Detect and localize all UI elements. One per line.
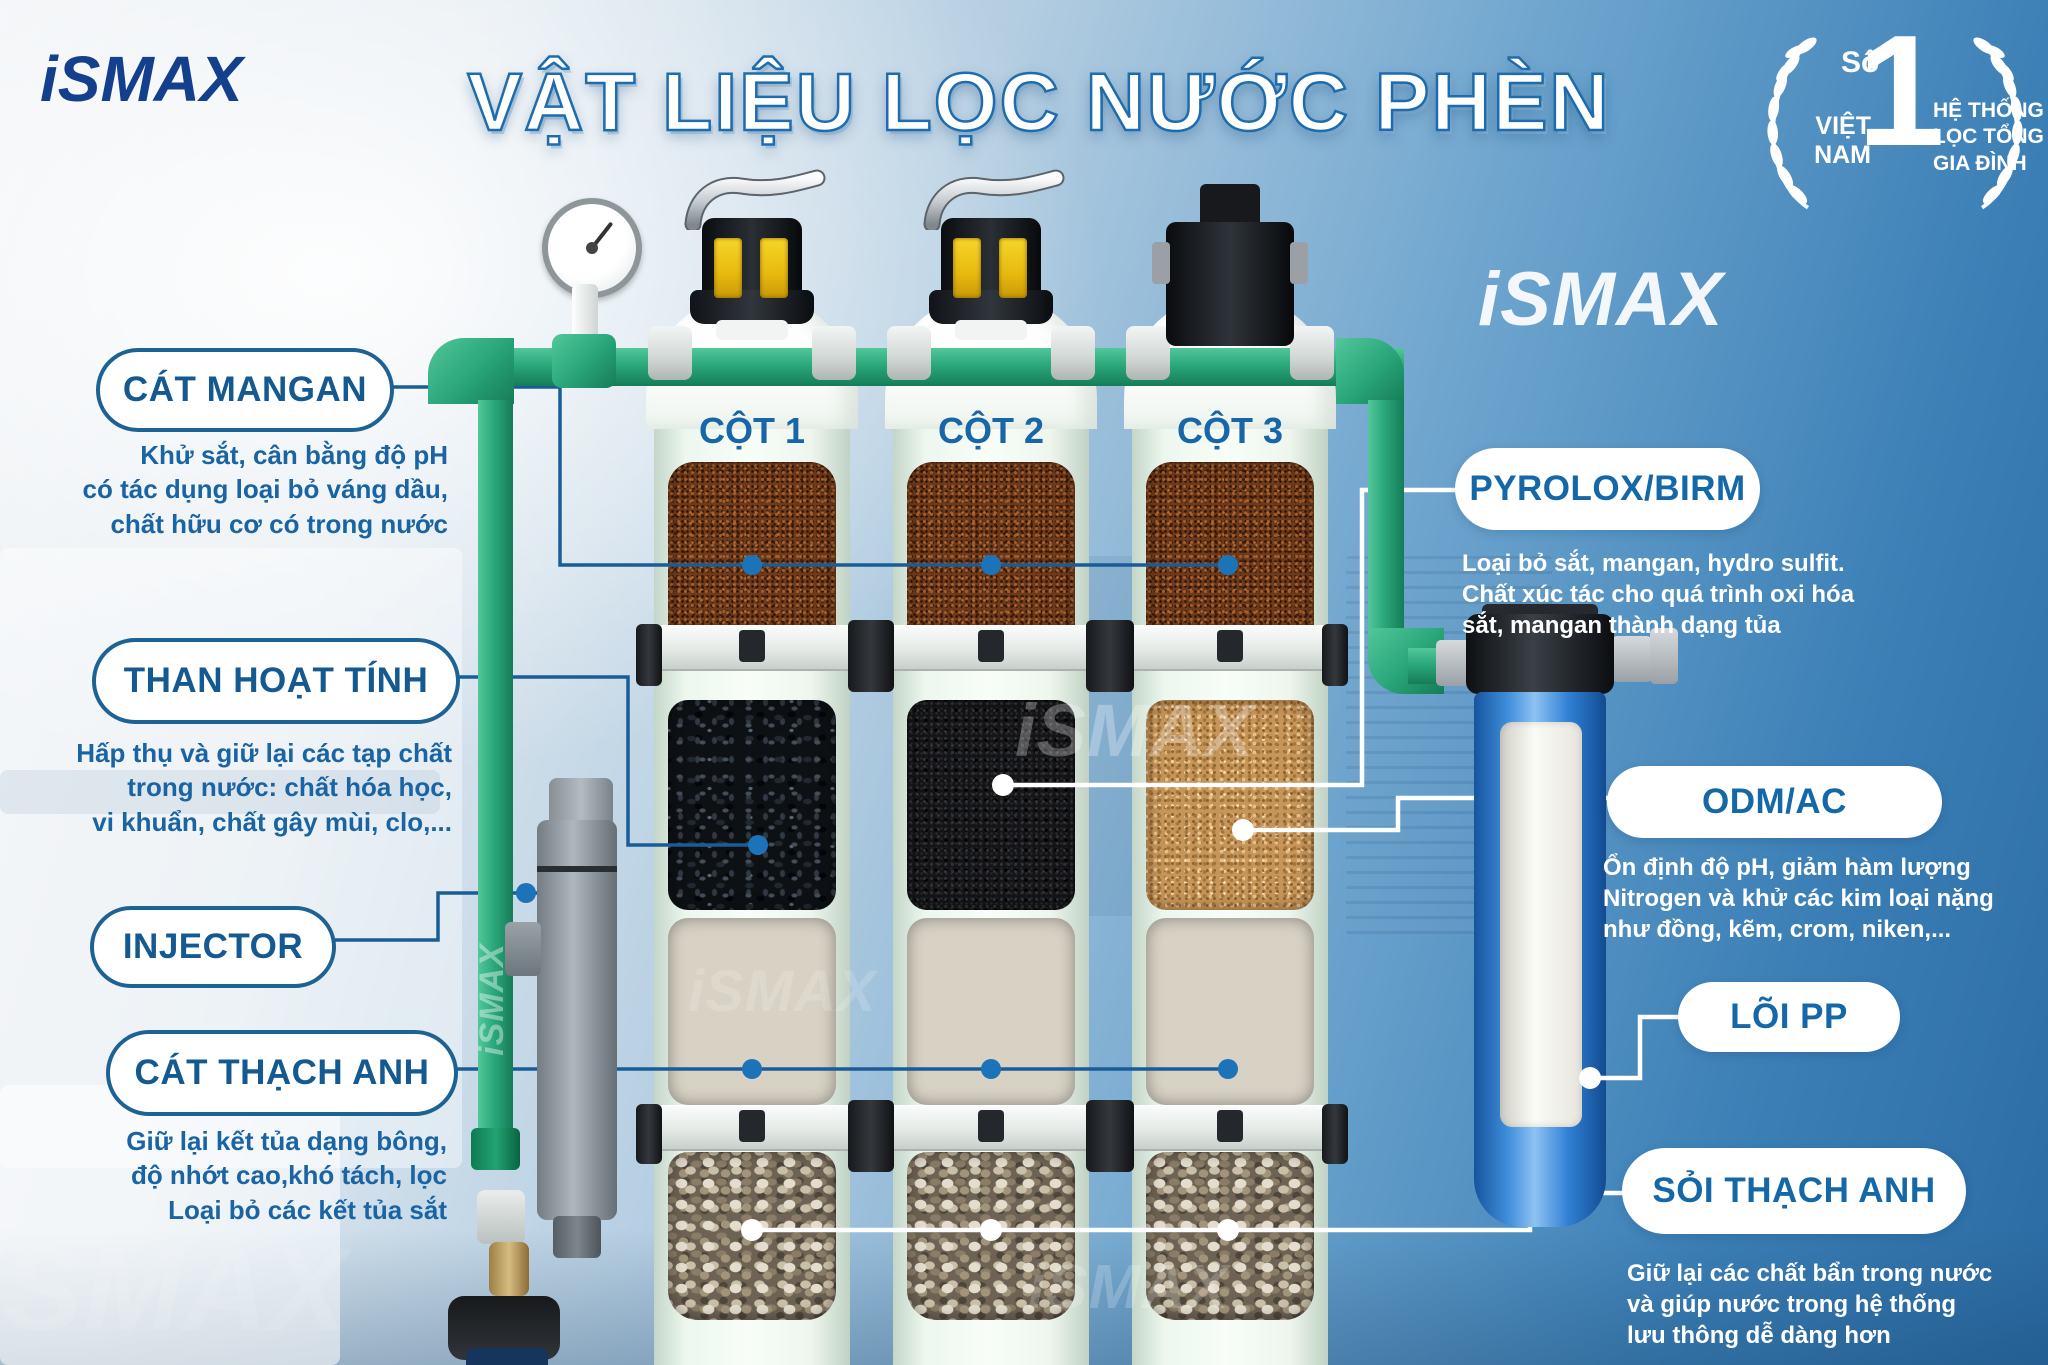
brass-fitting: [489, 1242, 529, 1296]
valve-nub: [1290, 242, 1308, 284]
label-than-hoat-tinh: THAN HOẠT TÍNH: [92, 638, 460, 724]
pipe-union: [648, 326, 692, 380]
tank-strap: [646, 625, 858, 671]
tank-clamp: [636, 1104, 662, 1164]
tank-strap: [1124, 1105, 1336, 1151]
pipe-union: [887, 326, 931, 380]
column-label: CỘT 2: [937, 410, 1044, 451]
desc-cat-thach-anh: Giữ lại kết tủa dạng bông, độ nhớt cao,k…: [126, 1126, 447, 1225]
background-photo-band: [0, 770, 440, 814]
desc-pyrolox-birm: Loại bỏ sắt, mangan, hydro sulfit. Chất …: [1462, 550, 1855, 640]
tank-clamp: [1322, 624, 1348, 686]
watermark-logo: iSMAX: [1028, 1253, 1230, 1322]
tank-clamp: [636, 624, 662, 686]
filter-fitting-left: [1436, 640, 1470, 686]
valve-window: [760, 238, 788, 298]
tank-strap: [885, 1105, 1097, 1151]
pipe-elbow: [428, 338, 514, 404]
gauge-stem: [572, 284, 598, 340]
layer-quartz-sand: [1146, 918, 1314, 1105]
pipe-union: [1051, 326, 1095, 380]
page-title: VẬT LIỆU LỌC NƯỚC PHÈN: [466, 56, 1611, 150]
watermark-logo: iSMAX: [472, 943, 511, 1056]
layer-quartz-gravel: [668, 1152, 836, 1320]
tank-clamp: [1086, 620, 1134, 692]
pressure-gauge: [542, 198, 642, 298]
valve-column-1: [677, 168, 827, 340]
column-label: CỘT 3: [1176, 410, 1283, 451]
valve-window: [953, 238, 981, 298]
pipe-elbow: [1336, 338, 1404, 404]
valve-column-3: [1152, 184, 1308, 354]
badge-line: LỌC TỔNG: [1933, 125, 2044, 149]
desc-soi-thach-anh: Giữ lại các chất bẩn trong nước và giúp …: [1627, 1260, 1993, 1350]
label-cat-thach-anh: CÁT THẠCH ANH: [106, 1030, 458, 1116]
label-odm-ac: ODM/AC: [1607, 766, 1942, 838]
desc-than-hoat-tinh: Hấp thụ và giữ lại các tạp chất trong nư…: [76, 738, 452, 837]
valve-column-2: [916, 168, 1066, 340]
filter-cap: [1466, 614, 1614, 694]
injector-outlet: [553, 1216, 601, 1258]
bottom-union: [477, 1190, 525, 1244]
pipe-union: [1290, 326, 1334, 380]
pipe-coupler: [471, 1128, 520, 1170]
watermark-logo: iSMAX: [0, 1224, 349, 1356]
label-injector: INJECTOR: [90, 906, 336, 988]
valve-window: [714, 238, 742, 298]
label-soi-thach-anh: SỎI THẠCH ANH: [1622, 1148, 1966, 1234]
injector-body: [537, 820, 617, 1220]
pipe-union: [812, 326, 856, 380]
injector-seam: [537, 866, 617, 872]
column-label: CỘT 1: [698, 410, 805, 451]
filter-nut: [1650, 628, 1678, 684]
layer-quartz-gravel: [1146, 1152, 1314, 1320]
label-pyrolox-birm: PYROLOX/BIRM: [1455, 448, 1760, 530]
pp-filter-housing: [1474, 692, 1606, 1227]
watermark-logo: iSMAX: [688, 959, 877, 1024]
badge-line: GIA ĐÌNH: [1933, 151, 2027, 175]
tank-clamp: [848, 620, 894, 692]
filter-fitting-right: [1612, 636, 1652, 682]
vertical-pipe-right: [1368, 400, 1404, 636]
tank-clamp: [848, 1100, 894, 1172]
desc-odm-ac: Ổn định độ pH, giảm hàm lượng Nitrogen v…: [1603, 854, 1994, 944]
badge-vietnam: VIỆT NAM: [1814, 112, 1871, 169]
tank-strap: [646, 1105, 858, 1151]
pump-body: [466, 1348, 548, 1365]
badge-line: HỆ THỐNG: [1933, 99, 2044, 122]
tank-clamp: [1086, 1100, 1134, 1172]
desc-cat-mangan: Khử sắt, cân bằng độ pH có tác dụng loại…: [82, 440, 448, 539]
valve-handle-icon: [684, 169, 826, 233]
background-photo-bottom-left: [0, 1085, 340, 1365]
tank-strap: [1124, 625, 1336, 671]
watermark-logo: iSMAX: [1478, 257, 1724, 342]
valve-nub: [1152, 242, 1170, 284]
label-loi-pp: LÕI PP: [1678, 982, 1900, 1052]
number-one-badge: Số 1 VIỆT NAM HỆ THỐNG LỌC TỔNG GIA ĐÌNH: [1745, 6, 2045, 225]
layer-activated-carbon: [668, 700, 836, 910]
watermark-logo: iSMAX: [1015, 689, 1255, 772]
badge-number-one: 1: [1857, 3, 1945, 179]
tank-clamp: [1322, 1104, 1348, 1164]
gauge-tee: [552, 334, 616, 388]
layer-pyrolox-birm: [907, 700, 1075, 910]
badge-so: Số: [1841, 46, 1880, 79]
pipe-union: [1126, 326, 1170, 380]
pp-core: [1500, 722, 1582, 1127]
badge-right-text: HỆ THỐNG LỌC TỔNG GIA ĐÌNH: [1933, 98, 2044, 177]
valve-window: [999, 238, 1027, 298]
brand-logo: iSMAX: [40, 43, 243, 115]
layer-quartz-sand: [907, 918, 1075, 1105]
valve-handle-icon: [923, 169, 1065, 233]
label-cat-mangan: CÁT MANGAN: [96, 348, 394, 432]
tank-strap: [885, 625, 1097, 671]
